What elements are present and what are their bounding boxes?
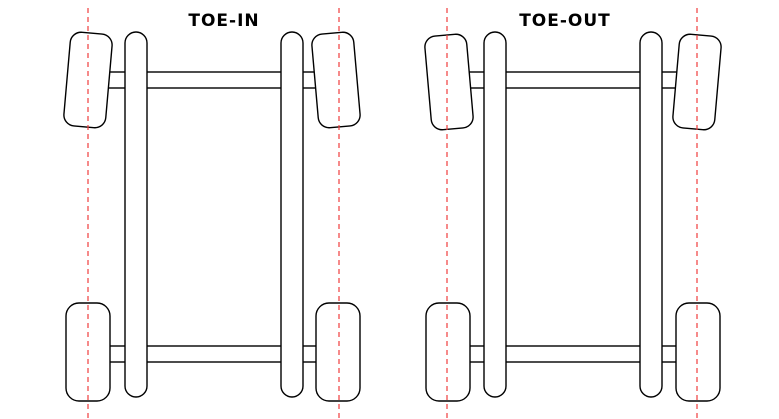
right-frame-rail	[639, 31, 663, 398]
left-frame-rail	[483, 31, 507, 398]
toe-out-diagram: TOE-OUT	[424, 8, 722, 419]
rear-right-tire	[315, 302, 361, 402]
toe-in-diagram: TOE-IN	[63, 8, 361, 419]
right-frame-rail	[280, 31, 304, 398]
toe-in-title: TOE-IN	[188, 11, 259, 31]
toe-out-title: TOE-OUT	[519, 11, 611, 31]
left-frame-rail	[124, 31, 148, 398]
front-right-tire	[311, 31, 361, 129]
rear-right-tire	[675, 302, 721, 402]
front-left-tire	[424, 33, 474, 131]
rear-left-tire	[425, 302, 471, 402]
